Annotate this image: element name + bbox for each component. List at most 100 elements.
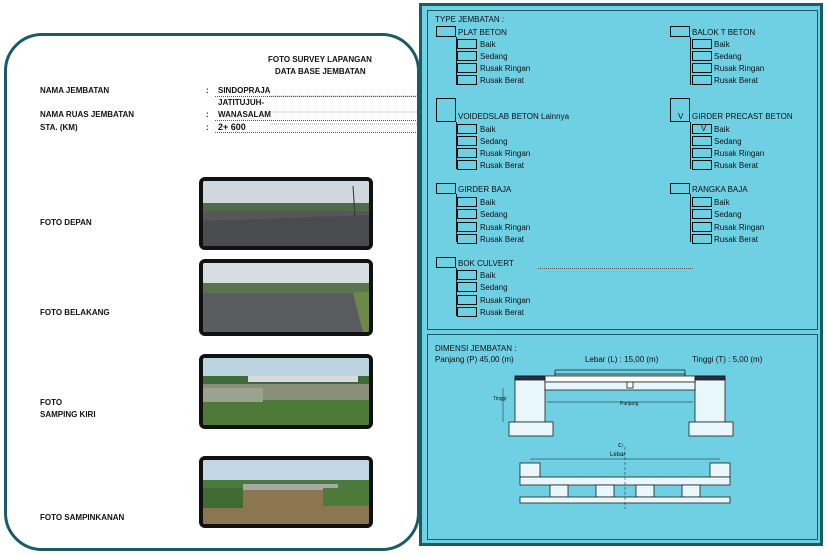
plat-sedang-label: Sedang (480, 52, 508, 61)
voided-sedang-checkbox[interactable] (457, 136, 477, 146)
bok-ringan-label: Rusak Ringan (480, 296, 531, 305)
dimensi-panjang: Panjang (P) 45,00 (m) (435, 355, 514, 364)
photo-sampinkanan (199, 456, 373, 528)
bok-sedang-label: Sedang (480, 283, 508, 292)
plat-baik-checkbox[interactable] (457, 39, 477, 49)
plat-beton-checkbox[interactable] (436, 26, 456, 37)
bok-culvert-label: BOK CULVERT (458, 259, 514, 268)
girder-baja-checkbox[interactable] (436, 183, 456, 194)
bridge-side-image (203, 358, 369, 425)
bok-berat-checkbox[interactable] (457, 307, 477, 317)
gbaja-ringan-label: Rusak Ringan (480, 223, 531, 232)
balok-berat-checkbox[interactable] (692, 75, 712, 85)
dimensi-title: DIMENSI JEMBATAN : (435, 344, 517, 353)
drawing-tinggi-label: Tinggi (493, 396, 507, 402)
bridge-right-image (203, 460, 369, 524)
nama-jembatan-label: NAMA JEMBATAN (40, 86, 110, 95)
connector-lines (270, 95, 428, 125)
gbaja-ringan-checkbox[interactable] (457, 222, 477, 232)
colon: : (206, 86, 209, 95)
photo-belakang (199, 259, 373, 336)
rangka-ringan-label: Rusak Ringan (714, 223, 765, 232)
bok-ringan-checkbox[interactable] (457, 295, 477, 305)
bok-berat-label: Rusak Berat (480, 308, 525, 317)
dimensi-section (427, 334, 818, 540)
sta-label: STA. (KM) (40, 123, 78, 132)
precast-sedang-label: Sedang (714, 137, 742, 146)
photo-depan (199, 177, 373, 250)
girder-baja-label: GIRDER BAJA (458, 185, 512, 194)
voided-berat-checkbox[interactable] (457, 160, 477, 170)
precast-sedang-checkbox[interactable] (692, 136, 712, 146)
foto-samping-kiri-label-1: FOTO (40, 398, 63, 407)
balok-ringan-label: Rusak Ringan (714, 64, 765, 73)
bok-baik-checkbox[interactable] (457, 270, 477, 280)
gbaja-baik-label: Baik (480, 198, 496, 207)
gbaja-berat-label: Rusak Berat (480, 235, 525, 244)
rangka-baik-label: Baik (714, 198, 730, 207)
nama-ruas-value-1: JATITUJUH- (218, 98, 265, 107)
type-jembatan-section (427, 10, 818, 330)
balok-label: BALOK T BETON (692, 28, 756, 37)
voided-ringan-checkbox[interactable] (457, 148, 477, 158)
precast-baik-label: Baik (714, 125, 730, 134)
voidedslab-label: VOIDEDSLAB BETON Lainnya (458, 112, 570, 121)
plat-ringan-label: Rusak Ringan (480, 64, 531, 73)
precast-berat-label: Rusak Berat (714, 161, 759, 170)
voided-baik-checkbox[interactable] (457, 124, 477, 134)
plat-baik-label: Baik (480, 40, 496, 49)
balok-sedang-checkbox[interactable] (692, 51, 712, 61)
bridge-cross-section-drawing (519, 447, 731, 509)
precast-mark: V (678, 112, 684, 121)
nama-ruas-value-2: WANASALAM (218, 110, 271, 119)
drawing-cl-label: ⅽₗ (618, 442, 624, 449)
rangka-baik-checkbox[interactable] (692, 197, 712, 207)
voided-sedang-label: Sedang (480, 137, 508, 146)
colon: : (206, 123, 209, 132)
balok-checkbox[interactable] (670, 26, 690, 37)
gbaja-berat-checkbox[interactable] (457, 234, 477, 244)
balok-baik-label: Baik (714, 40, 730, 49)
gbaja-sedang-checkbox[interactable] (457, 209, 477, 219)
dotted-line (215, 120, 420, 121)
road-rear-image (203, 263, 369, 332)
dotted-line (215, 132, 420, 133)
plat-ringan-checkbox[interactable] (457, 63, 477, 73)
drawing-panjang-label: Panjang (620, 401, 639, 407)
right-panel (419, 3, 823, 546)
plat-beton-label: PLAT BETON (458, 28, 507, 37)
dotted-line (215, 96, 420, 97)
precast-ringan-label: Rusak Ringan (714, 149, 765, 158)
plat-sedang-checkbox[interactable] (457, 51, 477, 61)
balok-baik-checkbox[interactable] (692, 39, 712, 49)
balok-ringan-checkbox[interactable] (692, 63, 712, 73)
rangka-sedang-label: Sedang (714, 210, 742, 219)
rangka-berat-label: Rusak Berat (714, 235, 759, 244)
tree-line (690, 37, 691, 85)
bridge-elevation-drawing (502, 369, 734, 437)
rangka-berat-checkbox[interactable] (692, 234, 712, 244)
foto-sampinkanan-label: FOTO SAMPINKANAN (40, 513, 125, 522)
bok-sedang-checkbox[interactable] (457, 282, 477, 292)
voidedslab-checkbox[interactable] (436, 98, 456, 122)
precast-ringan-checkbox[interactable] (692, 148, 712, 158)
gbaja-baik-checkbox[interactable] (457, 197, 477, 207)
precast-checkbox[interactable] (670, 98, 690, 122)
road-front-image (203, 181, 369, 246)
rangka-checkbox[interactable] (670, 183, 690, 194)
rangka-label: RANGKA BAJA (692, 185, 748, 194)
gbaja-sedang-label: Sedang (480, 210, 508, 219)
type-jembatan-title: TYPE JEMBATAN : (435, 15, 505, 24)
plat-berat-checkbox[interactable] (457, 75, 477, 85)
tree-line (690, 194, 691, 242)
rangka-sedang-checkbox[interactable] (692, 209, 712, 219)
dimensi-tinggi: Tinggi (T) : 5,00 (m) (692, 355, 763, 364)
dimensi-lebar: Lebar (L) : 15,00 (m) (585, 355, 659, 364)
precast-berat-checkbox[interactable] (692, 160, 712, 170)
photo-samping-kiri (199, 354, 373, 429)
voided-baik-label: Baik (480, 125, 496, 134)
precast-baik-checkbox[interactable] (692, 124, 712, 134)
foto-samping-kiri-label-2: SAMPING KIRI (40, 410, 96, 419)
bok-culvert-checkbox[interactable] (436, 257, 456, 268)
rangka-ringan-checkbox[interactable] (692, 222, 712, 232)
